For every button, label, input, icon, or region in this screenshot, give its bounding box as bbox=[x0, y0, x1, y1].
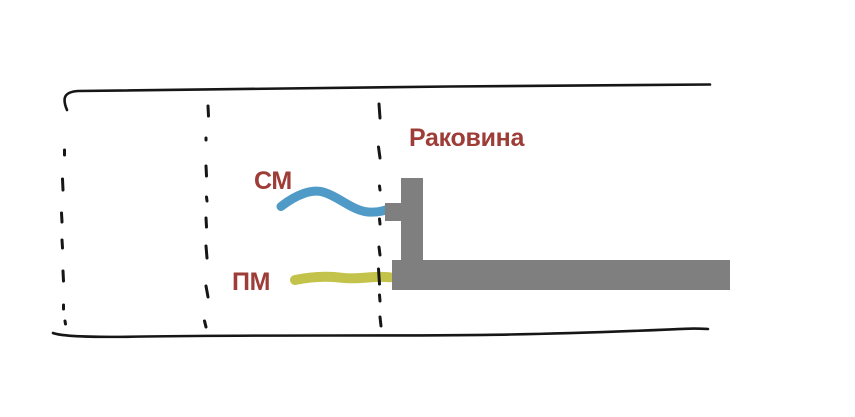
pm-hose-line bbox=[290, 271, 395, 285]
left-dashed-line bbox=[60, 148, 67, 326]
middle-dashed-line bbox=[203, 104, 210, 329]
cm-label: СМ bbox=[254, 167, 292, 195]
right-dashed-line bbox=[377, 102, 383, 328]
sink-drain-shape bbox=[385, 178, 730, 290]
bottom-wall-line bbox=[51, 327, 710, 339]
cm-hose-line bbox=[276, 186, 392, 217]
pm-label: ПМ bbox=[232, 268, 270, 296]
top-wall-line bbox=[63, 83, 712, 112]
sink-label: Раковина bbox=[409, 124, 525, 152]
